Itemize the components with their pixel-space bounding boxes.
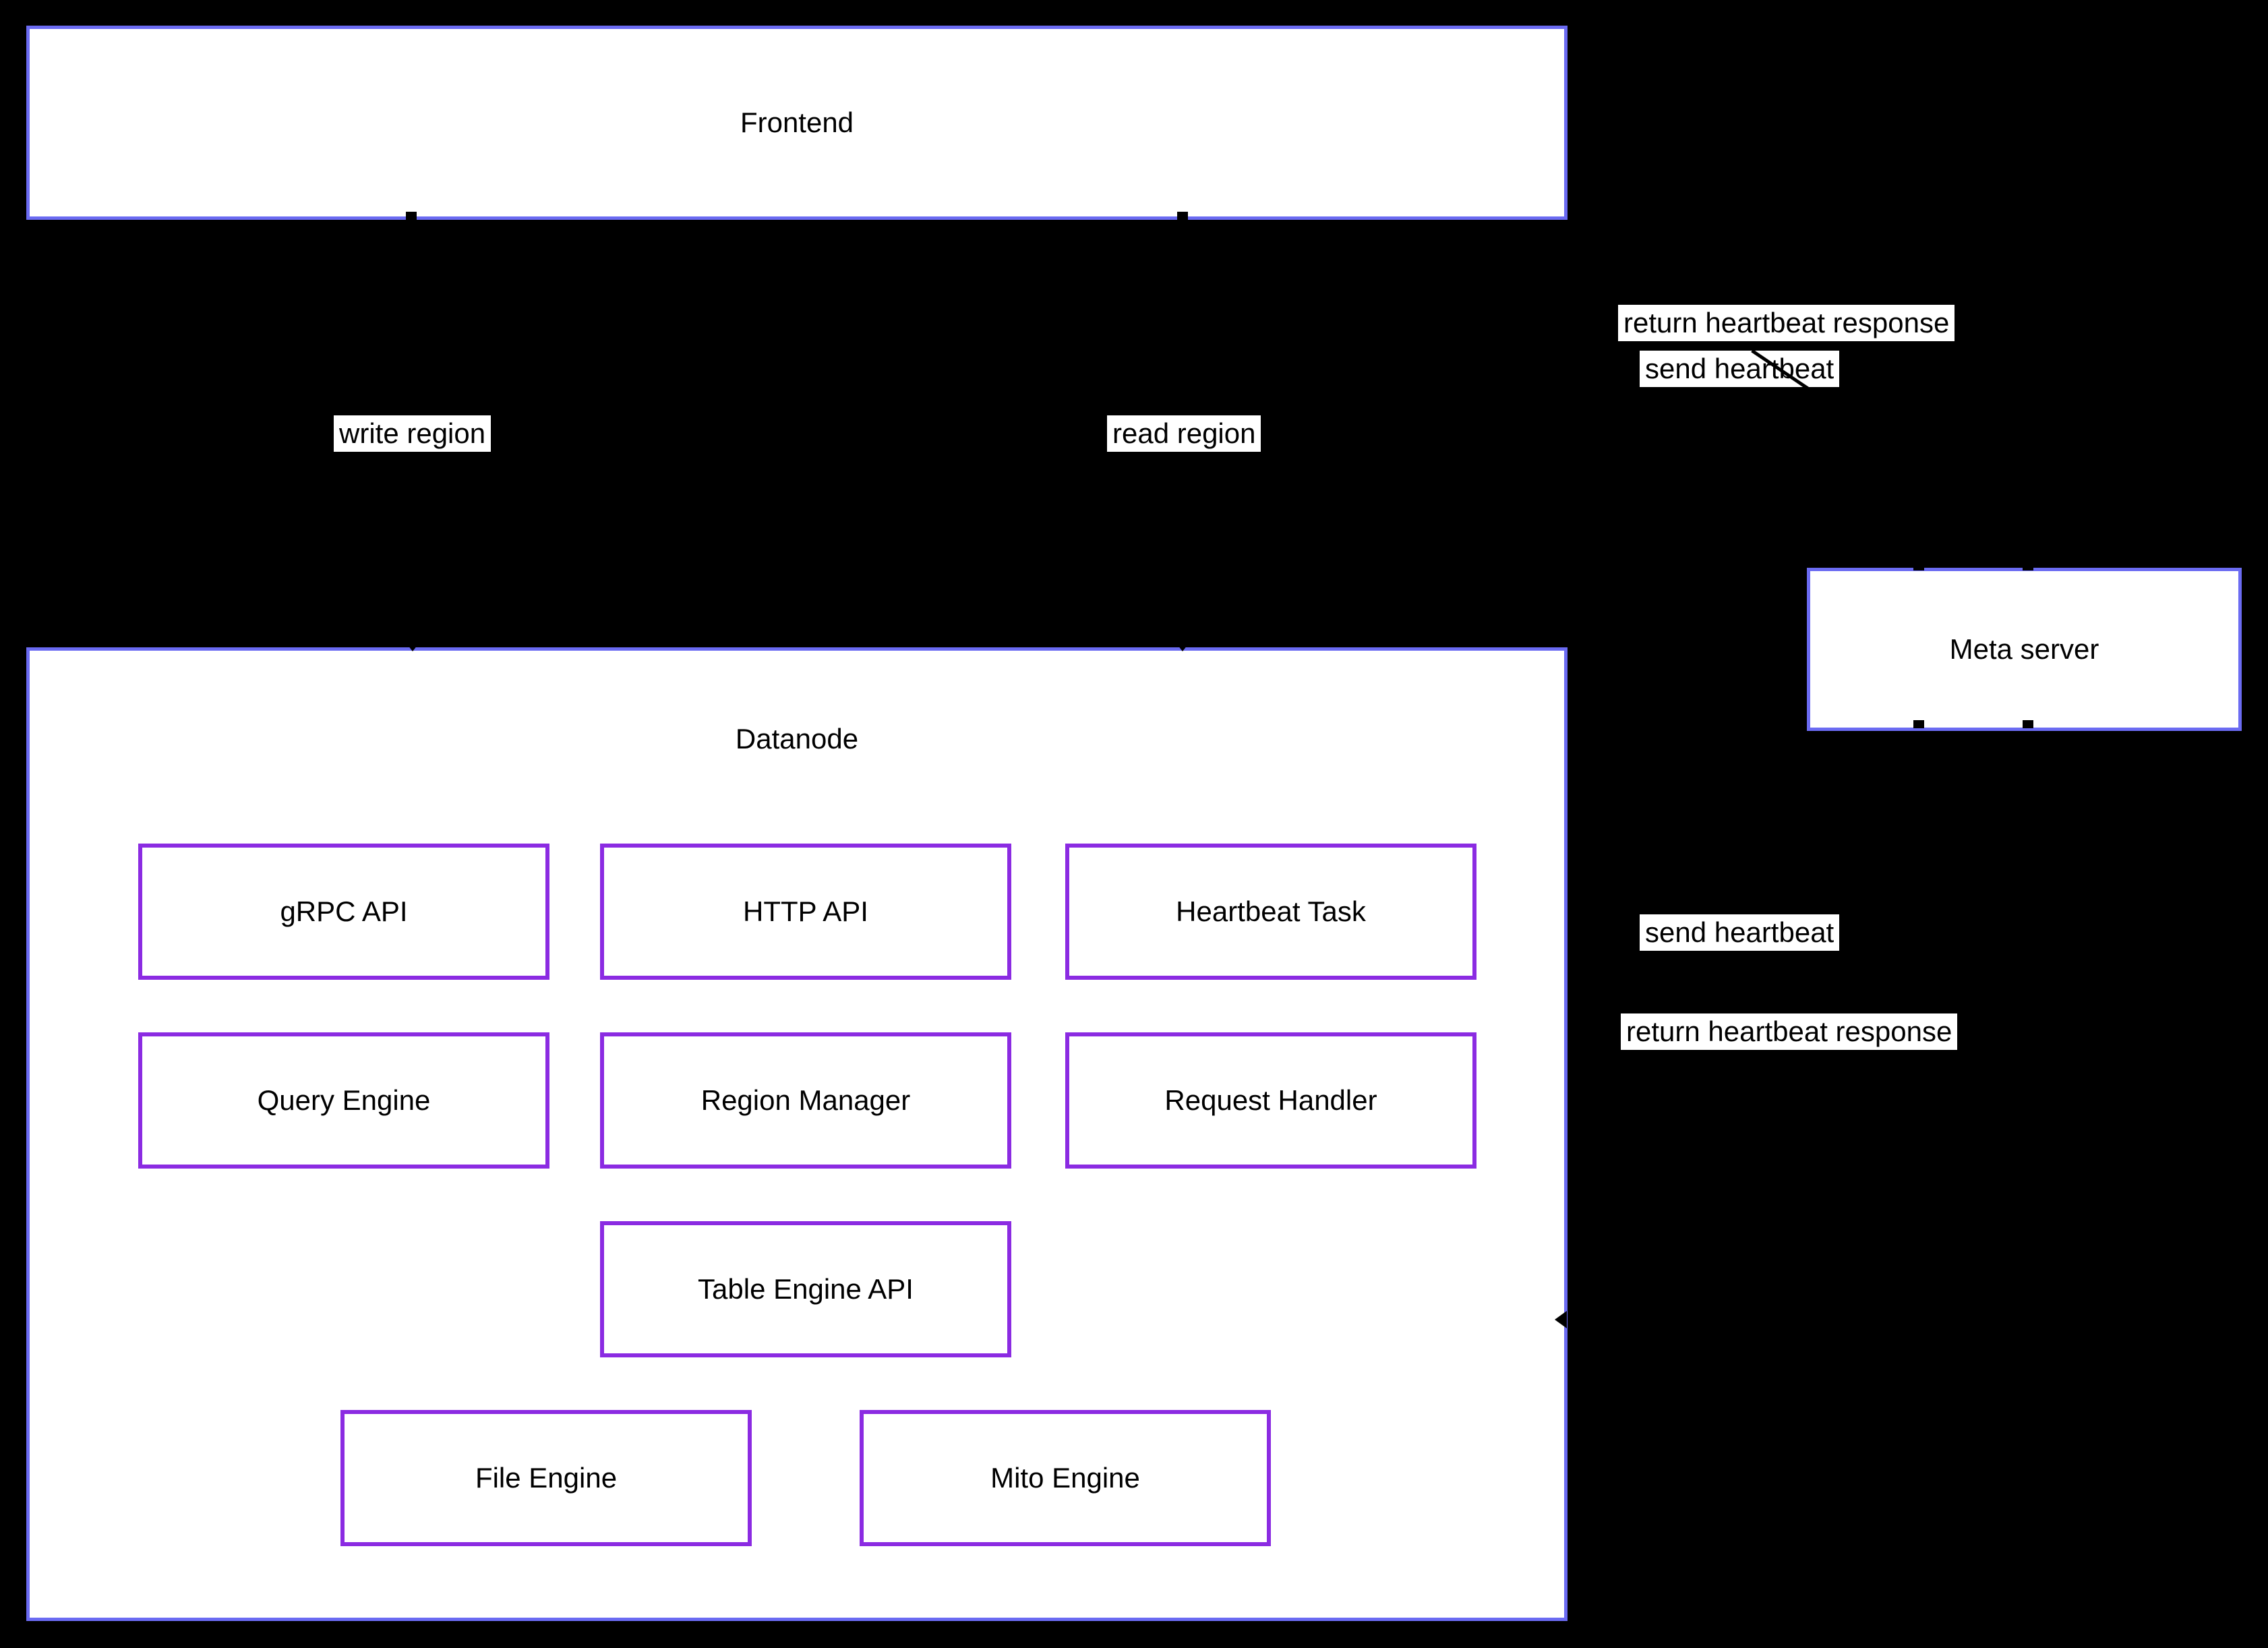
- meta-server-label: Meta server: [1949, 633, 2099, 665]
- edge-label-send-heartbeat-top: send heartbeat: [1640, 351, 1840, 387]
- edge-label-return-heartbeat-response-middle: return heartbeat response: [1621, 1013, 1958, 1050]
- component-heartbeat-task: Heartbeat Task: [1065, 844, 1476, 980]
- component-http-api: HTTP API: [600, 844, 1011, 980]
- component-grpc-api: gRPC API: [138, 844, 549, 980]
- edge-notch-write-region-start: [406, 212, 417, 220]
- component-query-engine: Query Engine: [138, 1032, 549, 1169]
- component-table-engine-api-label: Table Engine API: [698, 1273, 914, 1305]
- arrowhead-read-region: [1173, 639, 1192, 651]
- component-heartbeat-task-label: Heartbeat Task: [1176, 895, 1366, 927]
- component-region-manager: Region Manager: [600, 1032, 1011, 1169]
- datanode-label: Datanode: [735, 723, 859, 755]
- component-query-engine-label: Query Engine: [257, 1084, 431, 1116]
- frontend-label: Frontend: [740, 107, 854, 138]
- component-http-api-label: HTTP API: [743, 895, 868, 927]
- component-file-engine: File Engine: [340, 1410, 752, 1546]
- component-table-engine-api: Table Engine API: [600, 1221, 1011, 1357]
- edge-label-read-region: read region: [1107, 415, 1261, 452]
- component-request-handler-label: Request Handler: [1164, 1084, 1377, 1116]
- edge-label-return-heartbeat-response-top: return heartbeat response: [1618, 305, 1955, 341]
- arrowhead-meta-bottom-right: [2023, 720, 2033, 728]
- edge-label-send-heartbeat-middle: send heartbeat: [1640, 914, 1840, 951]
- component-mito-engine-label: Mito Engine: [990, 1462, 1140, 1494]
- component-mito-engine: Mito Engine: [860, 1410, 1271, 1546]
- component-region-manager-label: Region Manager: [700, 1084, 911, 1116]
- meta-server-node: Meta server: [1807, 568, 2242, 731]
- arrowhead-meta-top-right: [2023, 562, 2033, 570]
- component-grpc-api-label: gRPC API: [280, 895, 408, 927]
- edge-label-write-region: write region: [334, 415, 491, 452]
- datanode-node: Datanode gRPC API HTTP API Heartbeat Tas…: [26, 647, 1568, 1621]
- edge-notch-meta-bottom-left: [1913, 720, 1924, 728]
- component-file-engine-label: File Engine: [475, 1462, 618, 1494]
- arrowhead-write-region: [403, 639, 422, 651]
- frontend-node: Frontend: [26, 26, 1568, 220]
- component-request-handler: Request Handler: [1065, 1032, 1476, 1169]
- arrowhead-return-heartbeat-datanode: [1555, 1311, 1567, 1328]
- edge-notch-meta-top-left: [1913, 562, 1924, 570]
- edge-notch-read-region-start: [1177, 212, 1188, 220]
